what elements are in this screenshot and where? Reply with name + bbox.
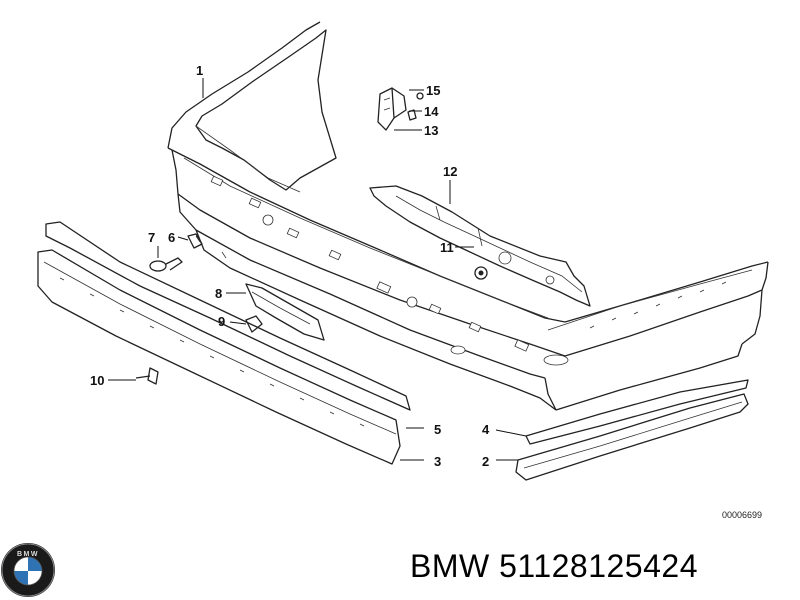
bracket-assembly — [377, 87, 424, 131]
callout-8: 8 — [215, 286, 222, 301]
callout-6: 6 — [168, 230, 175, 245]
caption-brand: BMW — [410, 548, 490, 584]
callout-13: 13 — [424, 123, 438, 138]
callout-4: 4 — [482, 422, 490, 437]
right-trim-strip — [515, 379, 749, 481]
logo-text: BMW — [17, 551, 39, 558]
callout-5: 5 — [434, 422, 441, 437]
trim-flap — [245, 283, 325, 341]
callout-7: 7 — [148, 230, 155, 245]
reinforcement-bar — [369, 185, 591, 307]
callout-labels: 1 2 3 4 5 6 7 8 9 10 11 12 13 14 15 0000… — [90, 63, 762, 520]
callout-12: 12 — [443, 164, 457, 179]
caption-part-number: 51128125424 — [499, 548, 698, 584]
callout-3: 3 — [434, 454, 441, 469]
nut — [474, 266, 488, 280]
rivet — [135, 367, 159, 385]
callout-11: 11 — [440, 240, 454, 255]
bmw-roundel-icon: BMW — [1, 543, 55, 597]
callout-14: 14 — [424, 104, 439, 119]
callout-15: 15 — [426, 83, 440, 98]
callout-2: 2 — [482, 454, 489, 469]
tow-eye — [149, 233, 203, 272]
callout-1: 1 — [196, 63, 203, 78]
diagram-reference-code: 00006699 — [722, 510, 762, 520]
leader-lines — [108, 78, 527, 461]
callout-10: 10 — [90, 373, 104, 388]
part-number-caption: BMW 51128125424 — [410, 548, 698, 585]
bumper-cover — [167, 21, 769, 411]
callout-9: 9 — [218, 314, 225, 329]
left-trim-strip — [37, 221, 411, 465]
